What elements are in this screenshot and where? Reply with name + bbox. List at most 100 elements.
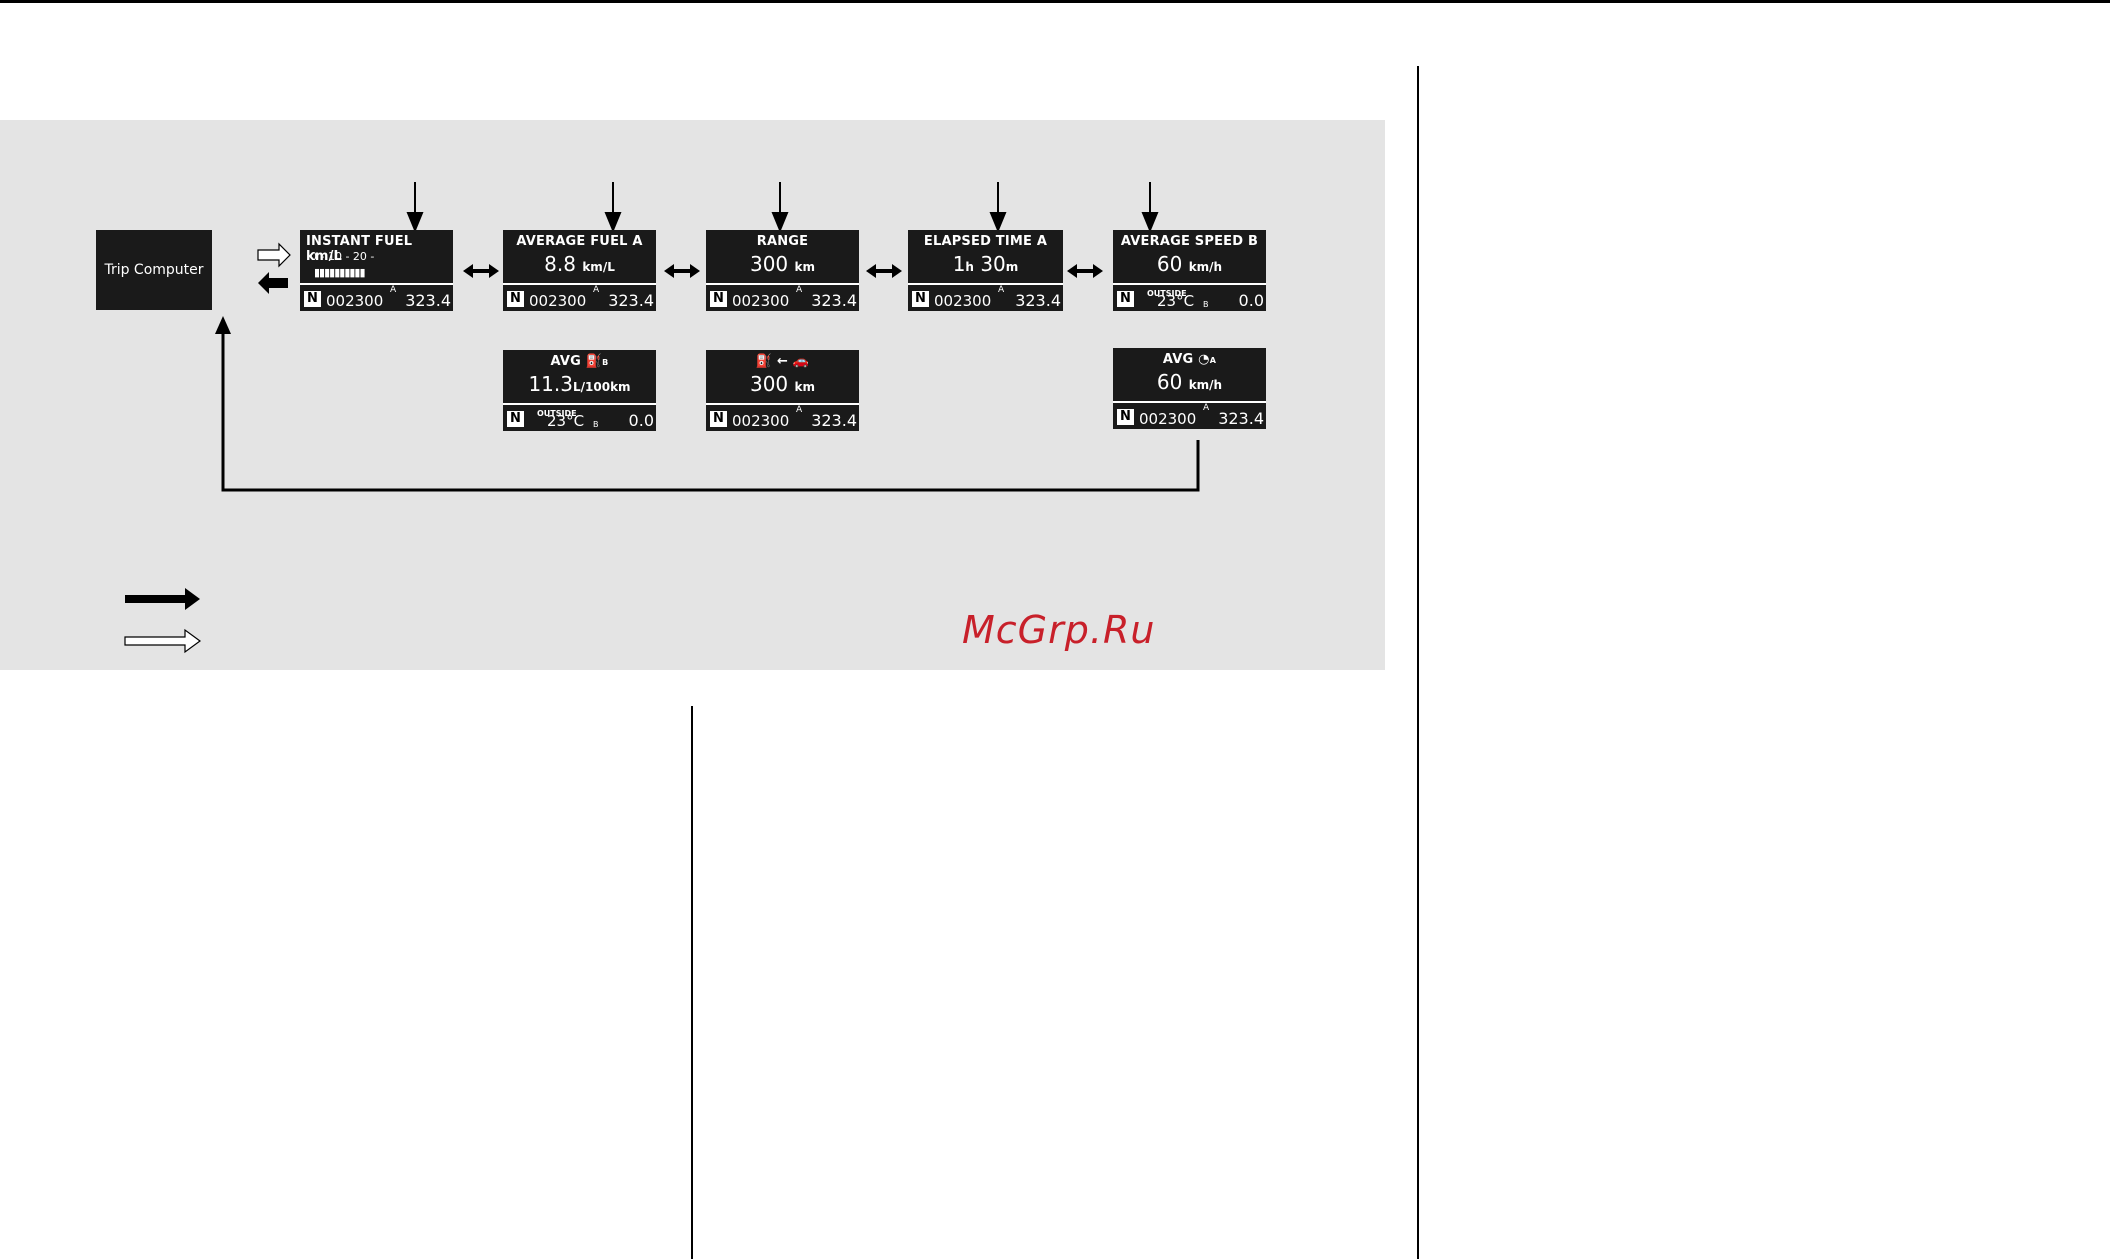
gear-indicator: N bbox=[507, 411, 524, 427]
screen-value: 8.8 km/L bbox=[503, 252, 656, 276]
top-rule bbox=[0, 0, 2110, 3]
fuel-unit: L/100km bbox=[572, 380, 631, 394]
trip-value: 323.4 bbox=[405, 291, 451, 310]
arrow-left-icon: ← bbox=[776, 354, 789, 369]
fuel-value: 8.8 bbox=[544, 252, 576, 276]
trip-value: 0.0 bbox=[628, 411, 654, 430]
down-arrows bbox=[406, 182, 1159, 233]
screen-value: 11.3L/100km bbox=[503, 372, 656, 396]
trip-letter: B bbox=[593, 420, 599, 429]
screen-value: 1h 30m bbox=[908, 252, 1063, 276]
screen-title: INSTANT FUEL km/L bbox=[306, 234, 413, 264]
outside-label: OUTSIDE bbox=[537, 409, 577, 418]
trip-value: 323.4 bbox=[1218, 409, 1264, 428]
gear-indicator: N bbox=[710, 291, 727, 307]
screen-divider bbox=[706, 403, 859, 405]
odometer: 002300 bbox=[732, 412, 790, 430]
gear-indicator: N bbox=[507, 291, 524, 307]
screen-divider bbox=[908, 283, 1063, 285]
column-divider-middle bbox=[691, 706, 693, 1259]
screen-title: AVG ◔A bbox=[1113, 352, 1266, 367]
screen-range: RANGE 300 km N 002300 A 323.4 bbox=[706, 230, 859, 311]
screen-title: AVG ⛽B bbox=[503, 354, 656, 369]
screen-divider bbox=[1113, 401, 1266, 403]
minutes-unit: m bbox=[1005, 260, 1019, 274]
range-value: 300 bbox=[749, 372, 789, 396]
screen-instant-fuel: INSTANT FUEL km/L 0 - 10 - 20 - ▮▮▮▮▮▮▮▮… bbox=[300, 230, 453, 311]
watermark: McGrp.Ru bbox=[962, 608, 1156, 652]
range-unit: km bbox=[794, 260, 816, 274]
fuel-scale: 0 - 10 - 20 - bbox=[310, 250, 375, 263]
screen-avg-fuel-b: AVG ⛽B 11.3L/100km N OUTSIDE 23°C B 0.0 bbox=[503, 350, 656, 431]
fuel-pump-icon: ⛽ bbox=[755, 354, 773, 369]
column-divider-right bbox=[1417, 66, 1419, 1259]
outside-temperature: 23°C bbox=[547, 412, 585, 430]
fuel-value: 11.3 bbox=[528, 372, 573, 396]
outside-label: OUTSIDE bbox=[1147, 289, 1187, 298]
speed-unit: km/h bbox=[1188, 378, 1223, 392]
trip-suffix: B bbox=[602, 358, 609, 367]
trip-value: 323.4 bbox=[1015, 291, 1061, 310]
screen-average-fuel-a: AVERAGE FUEL A 8.8 km/L N 002300 A 323.4 bbox=[503, 230, 656, 311]
fuel-pump-icon: ⛽ bbox=[585, 354, 603, 369]
trip-computer-box: Trip Computer bbox=[96, 230, 212, 310]
screen-title: ELAPSED TIME A bbox=[923, 234, 1048, 249]
range-value: 300 bbox=[749, 252, 789, 276]
car-icon: 🚗 bbox=[792, 354, 810, 369]
trip-value: 323.4 bbox=[608, 291, 654, 310]
screen-value: 300 km bbox=[706, 252, 859, 276]
screen-title: ⛽ ← 🚗 bbox=[706, 354, 859, 369]
screen-divider bbox=[1113, 283, 1266, 285]
trip-letter: A bbox=[796, 405, 803, 415]
screen-average-speed-b: AVERAGE SPEED B 60 km/h N OUTSIDE 23°C B… bbox=[1113, 230, 1266, 311]
return-path bbox=[221, 330, 1200, 492]
gear-indicator: N bbox=[1117, 409, 1134, 425]
trip-value: 323.4 bbox=[811, 411, 857, 430]
screen-divider bbox=[706, 283, 859, 285]
hours-unit: h bbox=[965, 260, 974, 274]
double-arrows bbox=[463, 264, 1103, 278]
screen-title: AVERAGE FUEL A bbox=[516, 234, 643, 249]
screen-title: AVERAGE SPEED B bbox=[1120, 234, 1259, 249]
trip-side-arrows bbox=[257, 242, 291, 294]
trip-letter: A bbox=[593, 285, 600, 295]
odometer: 002300 bbox=[529, 292, 587, 310]
screen-elapsed-time-a: ELAPSED TIME A 1h 30m N 002300 A 323.4 bbox=[908, 230, 1063, 311]
screen-divider bbox=[300, 283, 453, 285]
speed-value: 60 bbox=[1156, 370, 1183, 394]
gear-indicator: N bbox=[912, 291, 929, 307]
fuel-unit: km/L bbox=[582, 260, 615, 274]
trip-suffix: A bbox=[1209, 356, 1217, 365]
trip-value: 323.4 bbox=[811, 291, 857, 310]
screen-value: 300 km bbox=[706, 372, 859, 396]
screen-divider bbox=[503, 283, 656, 285]
odometer: 002300 bbox=[934, 292, 992, 310]
legend-arrows bbox=[124, 588, 202, 654]
trip-letter: A bbox=[390, 285, 397, 295]
screen-divider bbox=[503, 403, 656, 405]
minutes-value: 30 bbox=[980, 252, 1006, 276]
avg-label: AVG bbox=[1162, 352, 1194, 367]
avg-label: AVG bbox=[550, 354, 582, 369]
screen-title: RANGE bbox=[756, 234, 809, 249]
trip-letter: A bbox=[796, 285, 803, 295]
screen-value: 60 km/h bbox=[1113, 370, 1266, 394]
gear-indicator: N bbox=[1117, 291, 1134, 307]
screen-value: 60 km/h bbox=[1113, 252, 1266, 276]
odometer: 002300 bbox=[326, 292, 384, 310]
screen-range-alt: ⛽ ← 🚗 300 km N 002300 A 323.4 bbox=[706, 350, 859, 431]
hours-value: 1 bbox=[952, 252, 966, 276]
trip-value: 0.0 bbox=[1238, 291, 1264, 310]
screen-avg-speed-a: AVG ◔A 60 km/h N 002300 A 323.4 bbox=[1113, 348, 1266, 429]
gear-indicator: N bbox=[710, 411, 727, 427]
gear-indicator: N bbox=[304, 291, 321, 307]
outside-temperature: 23°C bbox=[1157, 292, 1195, 310]
speedometer-icon: ◔ bbox=[1198, 352, 1210, 367]
speed-unit: km/h bbox=[1188, 260, 1223, 274]
odometer: 002300 bbox=[1139, 410, 1197, 428]
range-unit: km bbox=[794, 380, 816, 394]
trip-letter: B bbox=[1203, 300, 1209, 309]
odometer: 002300 bbox=[732, 292, 790, 310]
trip-letter: A bbox=[1203, 403, 1210, 413]
